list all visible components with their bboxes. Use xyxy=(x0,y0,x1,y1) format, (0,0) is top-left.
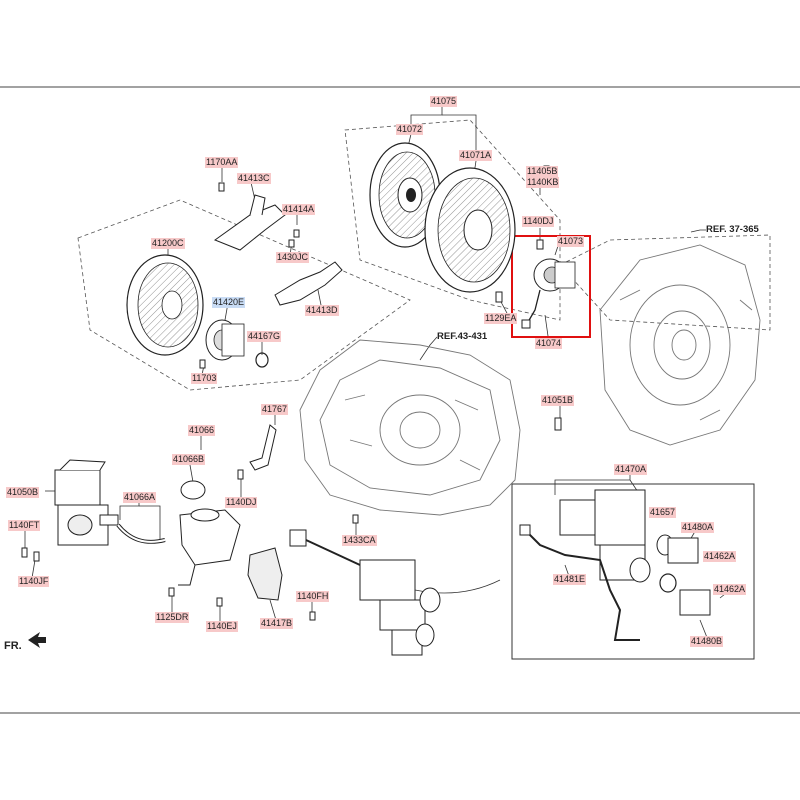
part-label-41413d: 41413D xyxy=(305,305,339,316)
part-label-41417b: 41417B xyxy=(260,618,294,629)
part-label-1140ft: 1140FT xyxy=(8,520,41,531)
reference-label-43-431: REF.43-431 xyxy=(437,331,488,342)
inset-o-ring xyxy=(659,573,677,593)
part-label-41414a: 41414A xyxy=(282,204,316,215)
part-label-1140kb: 1140KB xyxy=(526,177,560,188)
inset-actuator-41470a xyxy=(559,489,674,583)
part-label-1433ca: 1433CA xyxy=(342,535,377,546)
part-label-41480a: 41480A xyxy=(681,522,715,533)
part-label-41071a: 41071A xyxy=(459,150,493,161)
part-label-41480b: 41480B xyxy=(690,636,724,647)
detail-inset-box xyxy=(511,483,755,660)
part-label-41066a: 41066A xyxy=(123,492,157,503)
shield-41417b xyxy=(247,547,283,601)
slave-cylinder-41073 xyxy=(521,258,576,329)
center-actuator-assembly xyxy=(289,529,441,656)
part-label-41470a: 41470A xyxy=(614,464,648,475)
inset-harness-41481e xyxy=(524,529,640,641)
small-bolts xyxy=(21,165,562,621)
part-label-1140ej: 1140EJ xyxy=(206,621,238,632)
part-label-1129ea: 1129EA xyxy=(484,313,518,324)
part-label-41074: 41074 xyxy=(535,338,563,349)
reference-label-37-365: REF. 37-365 xyxy=(706,224,759,235)
front-direction-label: FR. xyxy=(4,640,22,652)
reservoir-41066 xyxy=(178,480,241,586)
part-label-41072: 41072 xyxy=(396,124,424,135)
highlight-callout-box xyxy=(511,235,591,338)
part-label-41462a-2: 41462A xyxy=(713,584,747,595)
part-label-44167g: 44167G xyxy=(247,331,282,342)
part-label-41657: 41657 xyxy=(649,507,677,518)
part-label-41481e: 41481E xyxy=(553,574,587,585)
part-label-1140fh: 1140FH xyxy=(296,591,330,602)
part-label-1430jc: 1430JC xyxy=(276,252,310,263)
part-label-41200c: 41200C xyxy=(151,238,185,249)
part-label-41420e: 41420E xyxy=(212,297,246,308)
part-label-41073: 41073 xyxy=(557,236,585,247)
part-label-41767: 41767 xyxy=(261,404,289,415)
part-label-1140dj-mid: 1140DJ xyxy=(225,497,258,508)
clutch-disc-41072 xyxy=(369,142,441,248)
part-label-1140jf: 1140JF xyxy=(18,576,50,587)
part-label-41462a-1: 41462A xyxy=(703,551,737,562)
o-ring-44167g xyxy=(255,352,269,368)
release-lever-41413d xyxy=(274,261,343,306)
part-label-41050b: 41050B xyxy=(6,487,40,498)
bell-housing xyxy=(599,244,761,446)
inset-connector xyxy=(519,524,531,536)
clutch-cover-41071a xyxy=(424,167,516,293)
bracket-41767 xyxy=(249,424,277,471)
front-direction-arrow xyxy=(28,632,46,648)
part-label-1125dr: 1125DR xyxy=(155,612,190,623)
part-label-41075: 41075 xyxy=(430,96,458,107)
inset-sensor-41480a xyxy=(667,537,711,616)
transmission-housing xyxy=(299,339,521,516)
clutch-actuator-41050b xyxy=(54,459,119,546)
part-label-1170aa: 1170AA xyxy=(205,157,239,168)
part-label-11703: 11703 xyxy=(191,373,218,384)
part-label-41066b: 41066B xyxy=(172,454,206,465)
pressure-plate-41200c xyxy=(126,254,204,356)
part-label-1140dj-top: 1140DJ xyxy=(522,216,555,227)
release-bearing-41420e xyxy=(205,319,245,361)
part-label-41051b: 41051B xyxy=(541,395,575,406)
release-fork-41413c xyxy=(213,194,286,251)
part-label-41413c: 41413C xyxy=(237,173,271,184)
part-label-41066: 41066 xyxy=(188,425,216,436)
part-label-11405b: 11405B xyxy=(526,166,559,177)
assembly-envelopes xyxy=(77,119,771,391)
